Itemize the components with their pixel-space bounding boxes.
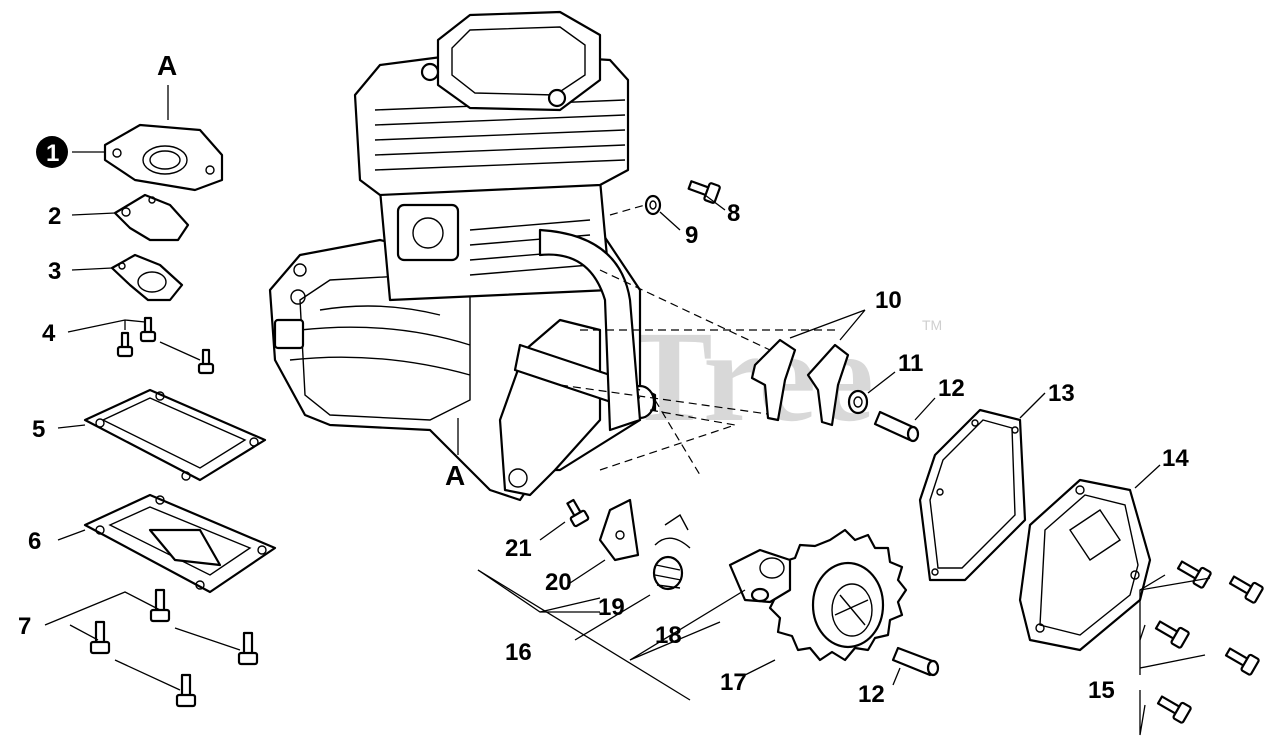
- callout-18: 18: [655, 622, 682, 649]
- part-19-spring[interactable]: [652, 513, 691, 591]
- callout-9: 9: [685, 222, 698, 249]
- part-21-screw[interactable]: [563, 498, 590, 528]
- callout-labels: A A 1 2 3 4 5 6 7 8 9 10 11 12 12 13 14 …: [18, 50, 1189, 708]
- callout-20: 20: [545, 569, 572, 596]
- callout-3: 3: [48, 258, 61, 285]
- part-8-bolt[interactable]: [687, 177, 721, 204]
- section-marker-bottom: A: [445, 460, 465, 491]
- callout-19: 19: [598, 594, 625, 621]
- part-18-cam[interactable]: [728, 548, 792, 604]
- callout-16: 16: [505, 639, 532, 666]
- callout-4: 4: [42, 320, 56, 347]
- callout-7: 7: [18, 613, 31, 640]
- section-marker-top: A: [157, 50, 177, 81]
- part-4-screws[interactable]: [116, 316, 215, 375]
- callout-21: 21: [505, 535, 532, 562]
- callout-13: 13: [1048, 380, 1075, 407]
- part-5-gasket[interactable]: [83, 388, 267, 482]
- callout-14: 14: [1162, 445, 1189, 472]
- callout-15: 15: [1088, 677, 1115, 704]
- part-1-insulator[interactable]: [103, 123, 224, 192]
- callout-12-upper: 12: [938, 375, 965, 402]
- part-9-washer[interactable]: [644, 194, 662, 216]
- part-10-rocker-arms[interactable]: [750, 338, 850, 427]
- part-11-washer[interactable]: [847, 389, 869, 415]
- callout-17: 17: [720, 669, 747, 696]
- callout-2: 2: [48, 203, 61, 230]
- callout-11: 11: [898, 350, 923, 377]
- part-20-plate[interactable]: [598, 498, 640, 562]
- engine-block[interactable]: [268, 10, 657, 502]
- callout-5: 5: [32, 416, 45, 443]
- part-7-bolts[interactable]: [89, 588, 259, 708]
- part-12-pin-lower[interactable]: [891, 646, 940, 677]
- callout-12-lower: 12: [858, 681, 885, 708]
- part-2-gasket[interactable]: [113, 193, 190, 242]
- part-14-cover[interactable]: [1018, 478, 1152, 652]
- part-13-gasket[interactable]: [918, 408, 1027, 582]
- part-15-bolts[interactable]: [1154, 557, 1264, 724]
- leader-lines: [44, 85, 1211, 736]
- callout-1: 1: [46, 140, 59, 167]
- watermark-trademark: TM: [922, 317, 942, 333]
- part-3-gasket[interactable]: [110, 253, 184, 302]
- callout-10: 10: [875, 287, 902, 314]
- callout-6: 6: [28, 528, 41, 555]
- part-17-gear[interactable]: [768, 528, 908, 662]
- callout-1-badge: [36, 136, 68, 168]
- part-6-plate[interactable]: [83, 493, 277, 594]
- callout-8: 8: [727, 200, 740, 227]
- assembly-guide-lines: [559, 204, 840, 476]
- part-12-pin-upper[interactable]: [873, 410, 920, 443]
